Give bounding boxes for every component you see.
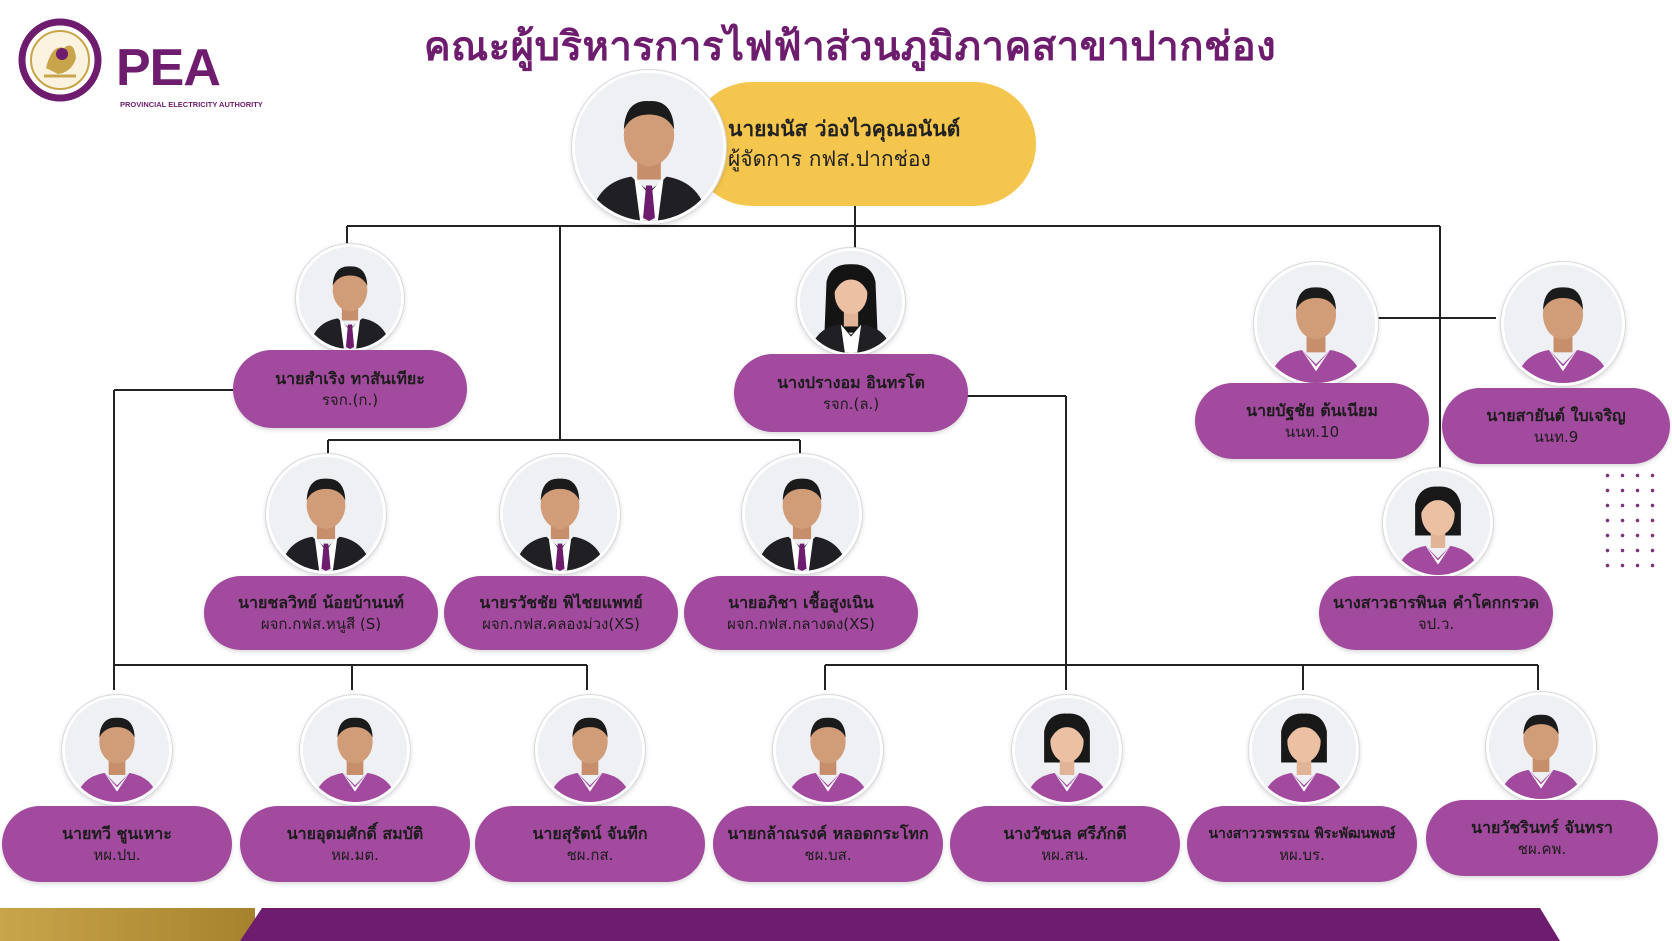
subbranch-card: นายชลวิทย์ น้อยบ้านนท์ ผจก.กฟส.หนูสี (S) [204,576,438,650]
pea-logo-text: PEA [116,39,221,97]
subbranch-card: นายรวัชชัย พิไชยแพทย์ ผจก.กฟส.คลองม่วง(X… [444,576,678,650]
deputy-name: นายสำเริง ทาสันเทียะ [275,369,425,388]
right-group-card: นางสาวธารพินล คำโคกกรวด จป.ว. [1319,576,1553,650]
department-head-position: หผ.บร. [1279,846,1325,864]
manager-photo [572,70,726,224]
department-head-photo [535,695,645,805]
subbranch-photo [500,454,620,574]
deputy-card: นายสำเริง ทาสันเทียะ รจก.(ก.) [233,350,467,428]
department-head-name: นางวัชนล ศรีภักดี [1003,824,1127,843]
right-group-card: นายบัฐชัย ต้นเนียม นนท.10 [1195,383,1429,459]
footer-purple-band [240,908,1560,941]
department-head-name: นายทวี ชูนเหาะ [62,824,172,843]
right-group-photo [1383,468,1493,578]
deputy-photo [296,244,404,352]
deputy-photo [797,248,905,356]
right-group-position: นนท.9 [1533,428,1579,446]
department-head-name: นายสุรัตน์ จันทีก [532,824,648,843]
subbranch-position: ผจก.กฟส.คลองม่วง(XS) [482,615,640,633]
department-head-card: นายทวี ชูนเหาะ หผ.ปบ. [2,806,232,882]
deputy-card: นางปรางอม อินทรโต รจก.(ล.) [734,354,968,432]
department-head-card: นางวัชนล ศรีภักดี หผ.สน. [950,806,1180,882]
page-title: คณะผู้บริหารการไฟฟ้าส่วนภูมิภาคสาขาปากช่… [423,24,1277,70]
subbranch-name: นายอภิชา เชื้อสูงเนิน [728,593,874,612]
subbranch-card: นายอภิชา เชื้อสูงเนิน ผจก.กฟส.กลางดง(XS) [684,576,918,650]
department-head-photo [773,695,883,805]
department-head-photo [1012,695,1122,805]
department-head-position: หผ.ปบ. [93,846,141,864]
department-head-name: นายวัชรินทร์ จันทรา [1471,818,1613,837]
deputy-position: รจก.(ล.) [822,395,880,413]
deputy-position: รจก.(ก.) [321,391,379,409]
subbranch-name: นายชลวิทย์ น้อยบ้านนท์ [238,593,404,612]
manager-name: นายมนัส ว่องไวคุณอนันต์ [728,117,961,141]
department-head-card: นายอุดมศักดิ์ สมบัติ หผ.มต. [240,806,470,882]
manager-card: นายมนัส ว่องไวคุณอนันต์ ผู้จัดการ กฟส.ปา… [690,82,1036,206]
department-head-photo [300,695,410,805]
subbranch-photo [742,454,862,574]
department-head-photo [1249,695,1359,805]
pea-logo-subtitle: PROVINCIAL ELECTRICITY AUTHORITY [120,100,263,109]
department-head-name: นายกล้าณรงค์ หลอดกระโทก [727,824,929,843]
subbranch-photo [266,454,386,574]
department-head-position: หผ.มต. [331,846,379,864]
right-group-name: นายสายันต์ ใบเจริญ [1486,406,1626,425]
right-group-name: นางสาวธารพินล คำโคกกรวด [1333,593,1539,612]
subbranch-position: ผจก.กฟส.กลางดง(XS) [727,615,875,633]
department-head-card: นางสาววรพรรณ พิระพัฒนพงษ์ หผ.บร. [1187,806,1417,882]
department-head-photo [1486,692,1596,802]
department-head-card: นายวัชรินทร์ จันทรา ชผ.คพ. [1426,800,1658,876]
right-group-name: นายบัฐชัย ต้นเนียม [1246,401,1378,420]
manager-position: ผู้จัดการ กฟส.ปากช่อง [728,147,931,171]
subbranch-position: ผจก.กฟส.หนูสี (S) [260,615,382,633]
department-head-name: นางสาววรพรรณ พิระพัฒนพงษ์ [1208,826,1396,842]
decorative-dots [1600,468,1662,578]
department-head-position: ชผ.คพ. [1517,840,1567,858]
department-head-card: นายสุรัตน์ จันทีก ชผ.กส. [475,806,705,882]
right-group-position: นนท.10 [1284,423,1340,441]
deputy-name: นางปรางอม อินทรโต [777,373,925,392]
department-head-position: หผ.สน. [1041,846,1089,864]
subbranch-name: นายรวัชชัย พิไชยแพทย์ [479,593,643,612]
pea-seal-icon [18,18,102,102]
department-head-position: ชผ.บส. [804,846,852,864]
right-group-card: นายสายันต์ ใบเจริญ นนท.9 [1442,388,1670,464]
right-group-photo [1254,262,1378,386]
department-head-name: นายอุดมศักดิ์ สมบัติ [286,824,424,843]
pea-logo: PEA PROVINCIAL ELECTRICITY AUTHORITY [18,18,263,109]
department-head-card: นายกล้าณรงค์ หลอดกระโทก ชผ.บส. [713,806,943,882]
department-head-position: ชผ.กส. [566,846,614,864]
right-group-photo [1501,262,1625,386]
department-head-photo [62,695,172,805]
footer-gold-band [0,908,255,941]
right-group-position: จป.ว. [1417,615,1455,633]
